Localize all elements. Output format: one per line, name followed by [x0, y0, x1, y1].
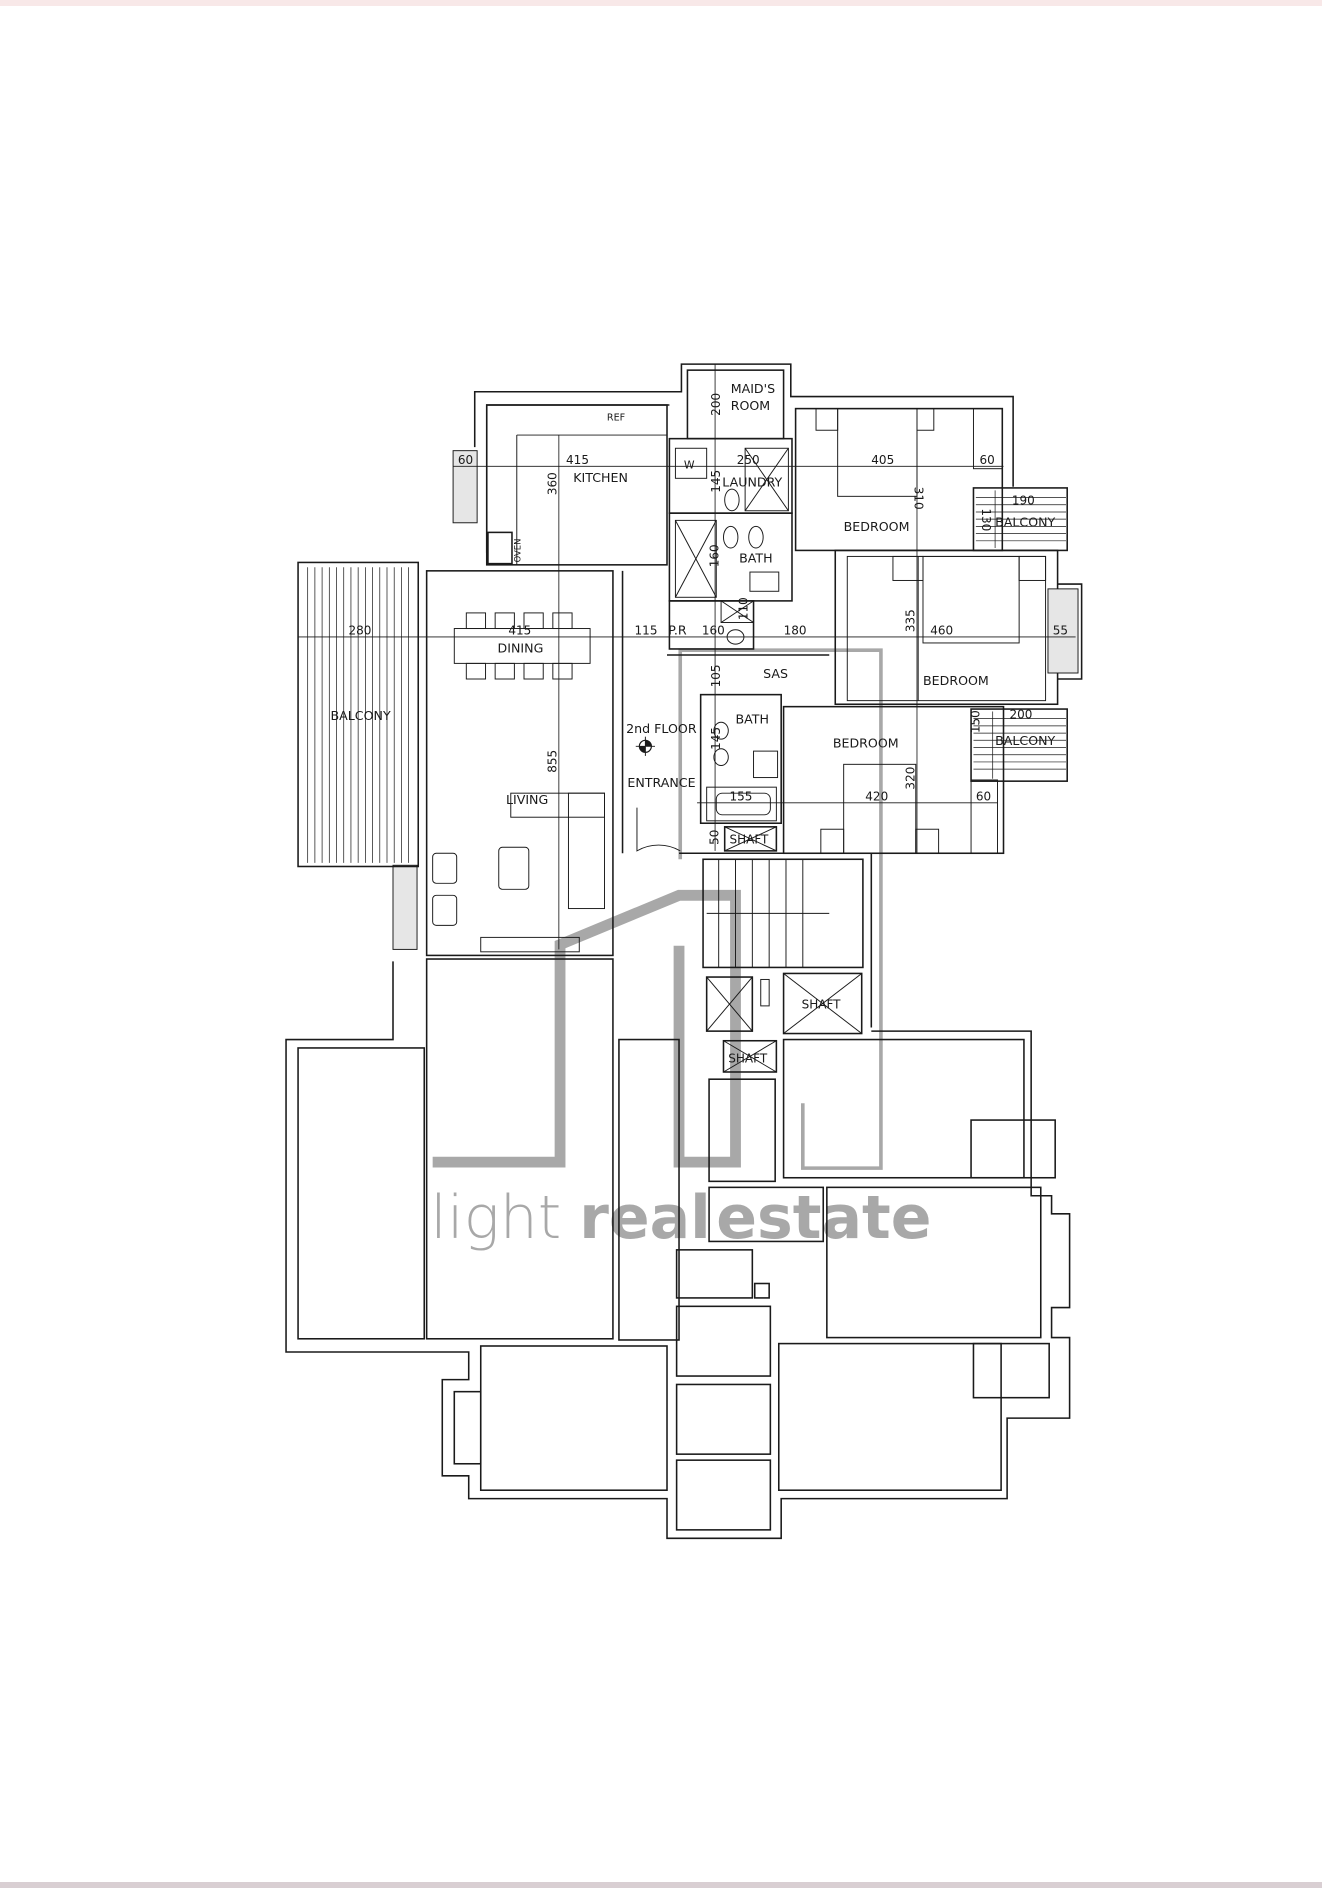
watermark-mark [432, 889, 741, 1168]
label-dining: DINING [498, 641, 544, 656]
label-balcony-top-right: BALCONY [995, 514, 1055, 529]
label-balcony-lower-right: BALCONY [995, 733, 1055, 748]
label-balcony-left: BALCONY [331, 708, 391, 723]
label-pr: P.R [668, 623, 687, 638]
dim-sas-105: 105 [709, 665, 723, 688]
dim-laundry-250: 250 [737, 453, 760, 467]
dim-pr-160: 160 [702, 624, 725, 638]
label-floor: 2nd FLOOR [626, 721, 697, 736]
dimension-lines [298, 364, 1076, 950]
dim-balcony-left-280: 280 [349, 624, 372, 638]
watermark-word-real: real [579, 1183, 711, 1253]
label-maids-room-2: ROOM [731, 398, 771, 413]
label-maids-room-1: MAID'S [731, 381, 775, 396]
dim-bedroom-low-60: 60 [976, 789, 991, 803]
level-marker-icon [635, 736, 655, 756]
dim-living-855: 855 [545, 750, 559, 773]
dim-bedroom-top-405: 405 [871, 453, 894, 467]
dim-bath-160: 160 [708, 544, 722, 567]
top-border-band [0, 0, 1322, 6]
dim-kitchen-left-60: 60 [458, 453, 473, 467]
dim-shaft-50: 50 [708, 830, 722, 845]
label-bedroom-middle: BEDROOM [923, 673, 989, 688]
label-sas: SAS [763, 666, 788, 681]
label-shaft-1: SHAFT [730, 833, 770, 847]
label-w: W [684, 459, 695, 472]
dim-balcony-top-190: 190 [1012, 494, 1035, 508]
dim-corridor-115: 115 [635, 624, 658, 638]
dim-bath-lower-145: 145 [709, 727, 723, 750]
label-oven: OVEN [512, 539, 522, 563]
dimension-labels: 60 415 360 200 250 145 405 310 60 190 13… [349, 393, 1069, 845]
label-bath-upper: BATH [739, 550, 772, 565]
dim-balcony-top-130: 130 [979, 508, 993, 531]
apartment-walls [297, 363, 1083, 1073]
dim-maids-200: 200 [709, 393, 723, 416]
lower-building-outline [285, 958, 1071, 1540]
dim-bedroom-mid-335: 335 [904, 609, 918, 632]
dim-bedroom-low-320: 320 [904, 767, 918, 790]
watermark-word-light: light [430, 1183, 561, 1253]
label-kitchen: KITCHEN [573, 470, 628, 485]
label-laundry: LAUNDRY [722, 475, 782, 490]
label-bedroom-top: BEDROOM [844, 519, 910, 534]
label-living: LIVING [506, 792, 548, 807]
dim-bedroom-mid-55: 55 [1053, 624, 1068, 638]
dim-balcony-low-200: 200 [1010, 708, 1033, 722]
dim-bedroom-top-60: 60 [979, 453, 994, 467]
label-shaft-2: SHAFT [802, 997, 842, 1011]
room-labels: MAID'S ROOM KITCHEN REF OVEN W LAUNDRY B… [331, 381, 1056, 1065]
dim-dining-415: 415 [508, 624, 531, 638]
dim-kitchen-depth: 360 [545, 472, 559, 495]
dim-bedroom-mid-460: 460 [930, 624, 953, 638]
bottom-border-band [0, 1882, 1322, 1888]
dim-kitchen-width: 415 [566, 453, 589, 467]
label-bath-lower: BATH [736, 711, 769, 726]
label-ref: REF [607, 413, 625, 424]
label-bedroom-lower: BEDROOM [833, 736, 899, 751]
dim-bedroom-top-310: 310 [912, 487, 926, 510]
dim-bath-lower-155: 155 [730, 789, 753, 803]
dim-sas-180: 180 [784, 624, 807, 638]
label-shaft-3: SHAFT [728, 1051, 768, 1065]
dim-balcony-low-150: 150 [968, 710, 982, 733]
dim-laundry-145: 145 [709, 470, 723, 493]
watermark-outline [678, 648, 883, 1170]
label-entrance: ENTRANCE [627, 775, 695, 790]
dim-bedroom-low-420: 420 [865, 789, 888, 803]
dim-pr-110: 110 [737, 597, 751, 620]
